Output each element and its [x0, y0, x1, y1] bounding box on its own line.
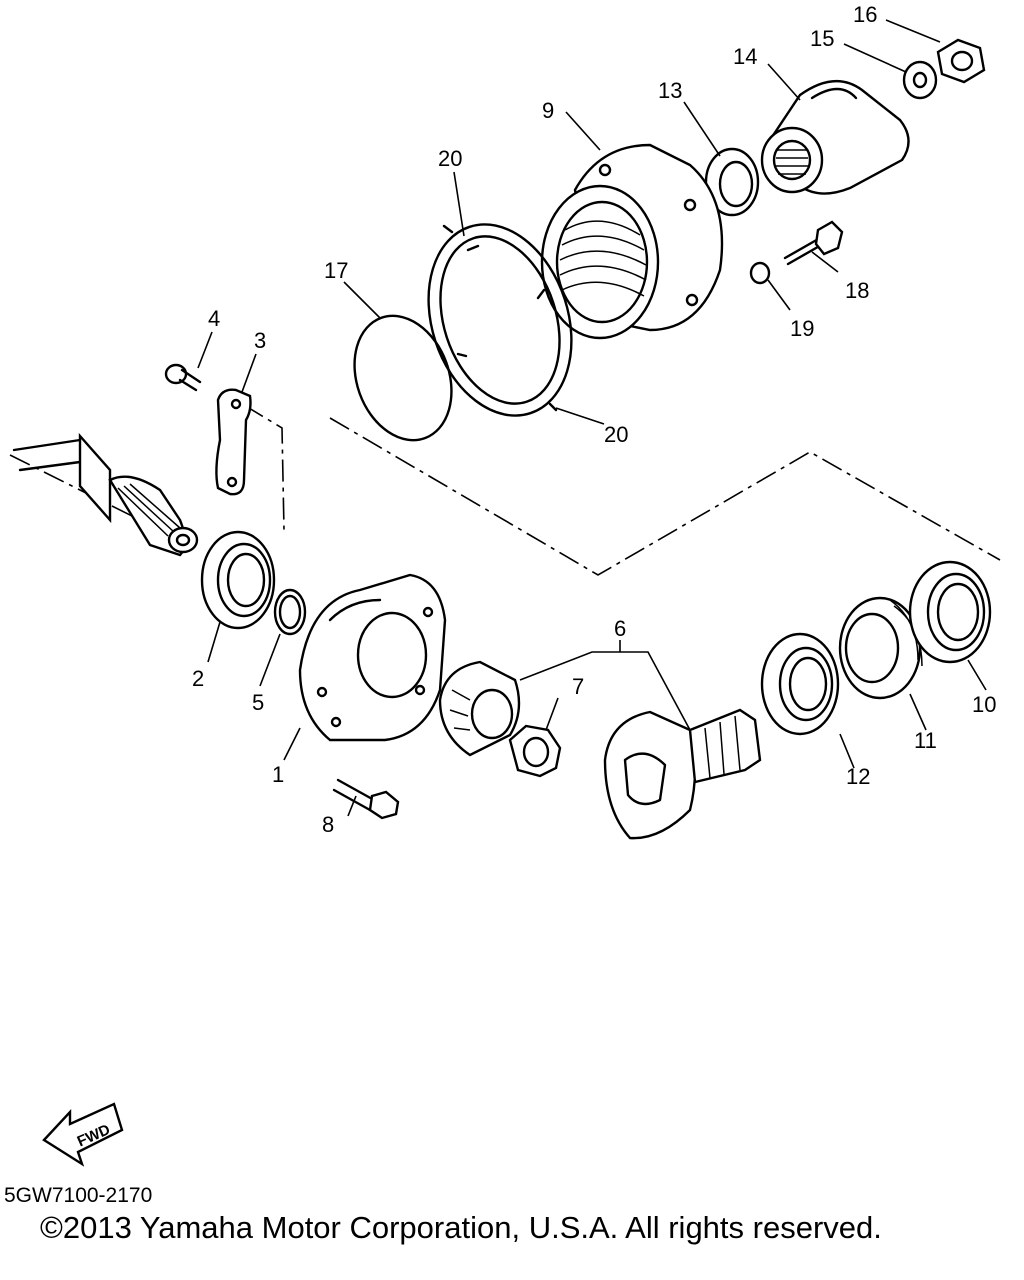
callout-6: 6 [614, 616, 626, 641]
part-4-screw [164, 363, 202, 392]
drive-shaft [12, 432, 199, 557]
part-17-o-ring [353, 314, 453, 442]
callout-20-top: 20 [438, 146, 462, 171]
callout-1: 1 [272, 762, 284, 787]
bolt-alignment-line [243, 404, 285, 531]
callout-19: 19 [790, 316, 814, 341]
callout-4: 4 [208, 306, 220, 331]
callout-3: 3 [254, 328, 266, 353]
callout-8: 8 [322, 812, 334, 837]
part-2-bearing [200, 530, 276, 630]
callout-5: 5 [252, 690, 264, 715]
copyright-notice: ©2013 Yamaha Motor Corporation, U.S.A. A… [40, 1210, 882, 1245]
part-5-shim [273, 588, 307, 636]
diagram-code: 5GW7100-2170 [4, 1184, 153, 1207]
callout-17: 17 [324, 258, 348, 283]
callout-12: 12 [846, 764, 870, 789]
callout-18: 18 [845, 278, 869, 303]
fwd-arrow-icon: FWD [42, 1102, 124, 1167]
leader-lines [197, 19, 987, 817]
callout-11: 11 [914, 728, 937, 753]
part-3-plate [215, 388, 252, 496]
callout-2: 2 [192, 666, 204, 691]
part-8-bolt [332, 778, 400, 820]
callout-9: 9 [542, 98, 554, 123]
part-10-bearing [908, 560, 992, 664]
callout-labels: 16 15 14 13 9 20 17 18 19 20 4 3 2 5 1 8… [192, 2, 996, 837]
callout-7: 7 [572, 674, 584, 699]
callout-16: 16 [853, 2, 877, 27]
part-7-nut [508, 724, 562, 778]
part-19-washer [749, 261, 771, 285]
part-12-bearing [760, 632, 840, 736]
callout-14: 14 [733, 44, 757, 69]
part-1-housing [298, 573, 447, 742]
part-9-housing [540, 143, 724, 340]
part-18-bolt [783, 220, 844, 266]
callout-13: 13 [658, 78, 682, 103]
part-20-gasket [427, 223, 573, 417]
part-6-gear-set [438, 660, 762, 840]
part-16-nut [936, 38, 986, 84]
assembly-boundary-line [329, 417, 1001, 576]
part-15-washer [902, 60, 938, 100]
callout-10: 10 [972, 692, 996, 717]
part-14-yoke [760, 79, 910, 195]
callout-15: 15 [810, 26, 834, 51]
callout-20-bottom: 20 [604, 422, 628, 447]
